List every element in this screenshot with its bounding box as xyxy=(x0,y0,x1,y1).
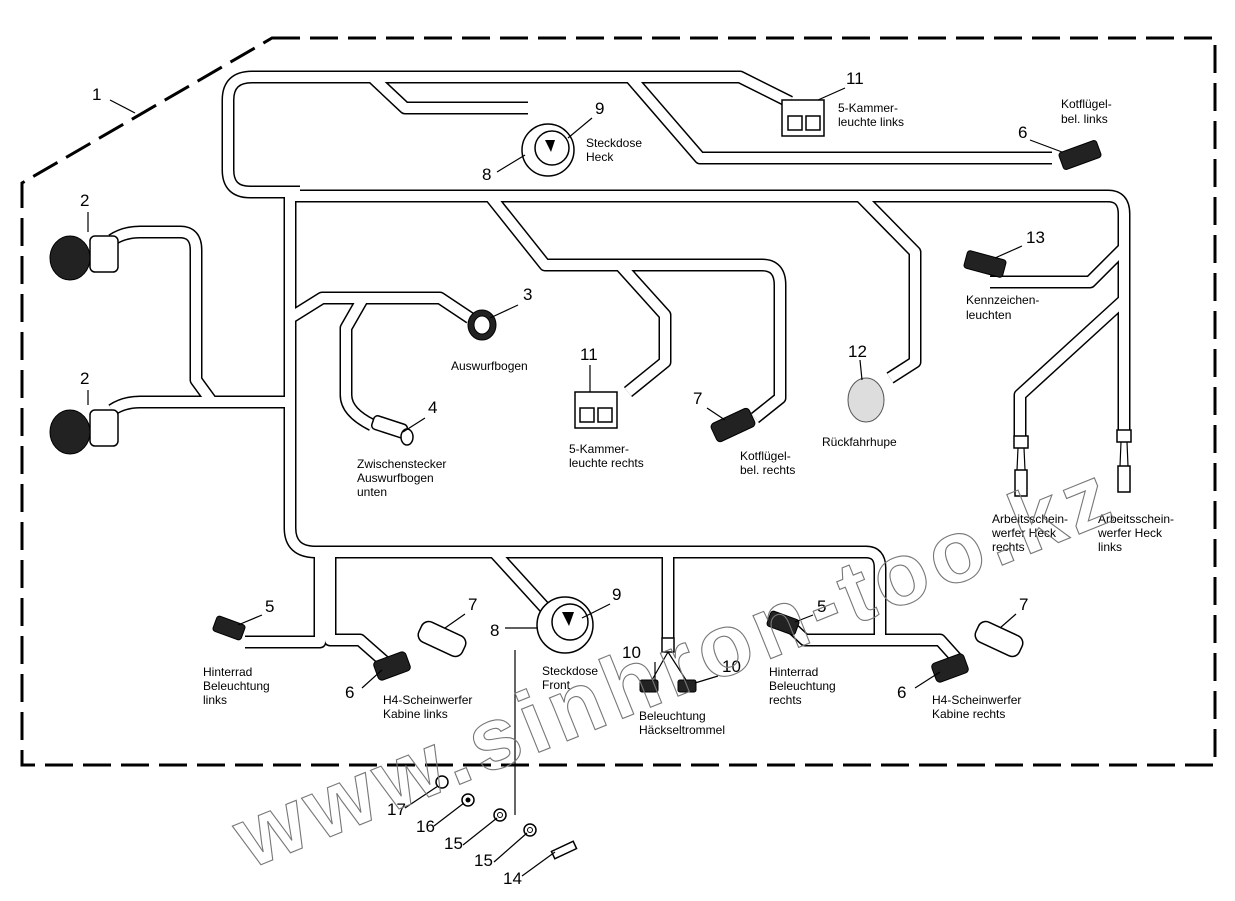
nut-17 xyxy=(435,775,449,789)
washer-16 xyxy=(461,793,475,807)
connector-7-kotfluegel-rechts xyxy=(710,407,756,443)
label-kotfluegel-links: Kotflügel-bel. links xyxy=(1061,97,1112,126)
lamp-connector-11-links xyxy=(781,99,825,137)
callout-10: 10 xyxy=(722,657,741,676)
assembly-boundary xyxy=(20,36,1217,767)
callout-7: 7 xyxy=(468,595,477,614)
callout-8: 8 xyxy=(490,621,499,640)
connector-6-kotfluegel-links xyxy=(1058,140,1102,170)
callout-6: 6 xyxy=(1018,123,1027,142)
cable-inner xyxy=(223,72,793,197)
bolt-14 xyxy=(550,840,578,860)
cable-inner xyxy=(856,192,920,383)
callout-15: 15 xyxy=(474,851,493,870)
callout-11: 11 xyxy=(580,345,598,364)
callout-11: 11 xyxy=(846,69,864,88)
cable-inner xyxy=(245,552,325,647)
callout-5: 5 xyxy=(817,597,826,616)
connector-13-kennzeichen xyxy=(963,250,1007,278)
leader-lines xyxy=(87,87,1063,877)
callout-2: 2 xyxy=(80,191,89,210)
cable-inner xyxy=(285,196,962,664)
watermark: www.sinhron-too.kz xyxy=(219,443,1129,888)
cable-harness xyxy=(108,70,1131,667)
cable-inner xyxy=(626,73,1052,163)
callout-6: 6 xyxy=(345,683,354,702)
connector-arbeit-links xyxy=(1116,429,1132,493)
label-rueckfahrhupe: Rückfahrhupe xyxy=(822,435,897,449)
callout-4: 4 xyxy=(428,398,437,417)
cable-inner xyxy=(325,552,389,666)
cable-inner xyxy=(490,548,549,612)
round-connector-2-lower xyxy=(49,409,119,455)
callout-numbers: 1 2 2 3 4 5 5 6 6 6 7 7 7 8 8 9 9 10 10 … xyxy=(80,69,1045,888)
connector-arbeit-rechts xyxy=(1013,435,1029,497)
cable-inner xyxy=(990,244,1128,287)
callout-10: 10 xyxy=(622,643,641,662)
callout-9: 9 xyxy=(612,585,621,604)
callout-12: 12 xyxy=(848,342,867,361)
callout-14: 14 xyxy=(503,869,522,888)
callout-3: 3 xyxy=(523,285,532,304)
callout-8: 8 xyxy=(482,165,491,184)
connector-5-links xyxy=(212,615,246,641)
connector-5-rechts xyxy=(766,610,800,636)
cable-inner xyxy=(287,293,473,323)
lamp-connector-11-rechts xyxy=(574,391,618,429)
cable-inner xyxy=(109,397,212,415)
label-5-kammer-links: 5-Kammer-leuchte links xyxy=(838,101,904,129)
callout-1: 1 xyxy=(92,85,101,104)
cable-inner xyxy=(486,192,785,422)
connector-10-haeckseltrommel xyxy=(639,637,697,693)
cable-inner xyxy=(290,191,1129,430)
connector-7-h4-links xyxy=(417,620,467,658)
cable-inner xyxy=(341,297,375,430)
connector-6-h4-links xyxy=(373,651,411,681)
callout-16: 16 xyxy=(416,817,435,836)
label-kotfluegel-rechts: Kotflügel-bel. rechts xyxy=(740,449,795,477)
connector-3-auswurfbogen xyxy=(467,309,497,341)
connector-7-h4-rechts xyxy=(974,620,1024,658)
callout-13: 13 xyxy=(1026,228,1045,247)
cable-inner xyxy=(109,227,290,407)
cable-inner xyxy=(616,261,670,396)
round-connector-2-upper xyxy=(49,235,119,281)
connector-4-zwischenstecker xyxy=(371,415,414,446)
label-5-kammer-rechts: 5-Kammer-leuchte rechts xyxy=(569,442,644,470)
connector-6-h4-rechts xyxy=(931,653,969,683)
callout-9: 9 xyxy=(595,99,604,118)
horn-12-rueckfahrhupe xyxy=(847,377,885,423)
callout-7: 7 xyxy=(1019,595,1028,614)
callout-17: 17 xyxy=(387,800,406,819)
label-kennzeichenleuchten: Kennzeichen-leuchten xyxy=(966,293,1039,322)
cable-inner xyxy=(1015,296,1128,436)
cable-inner xyxy=(368,73,528,113)
label-auswurfbogen: Auswurfbogen xyxy=(451,359,528,373)
socket-9-steckdose-front xyxy=(536,596,594,654)
socket-9-steckdose-heck xyxy=(521,123,575,177)
callout-15: 15 xyxy=(444,834,463,853)
callout-2: 2 xyxy=(80,369,89,388)
callout-6: 6 xyxy=(897,683,906,702)
callout-7: 7 xyxy=(693,389,702,408)
callout-5: 5 xyxy=(265,597,274,616)
